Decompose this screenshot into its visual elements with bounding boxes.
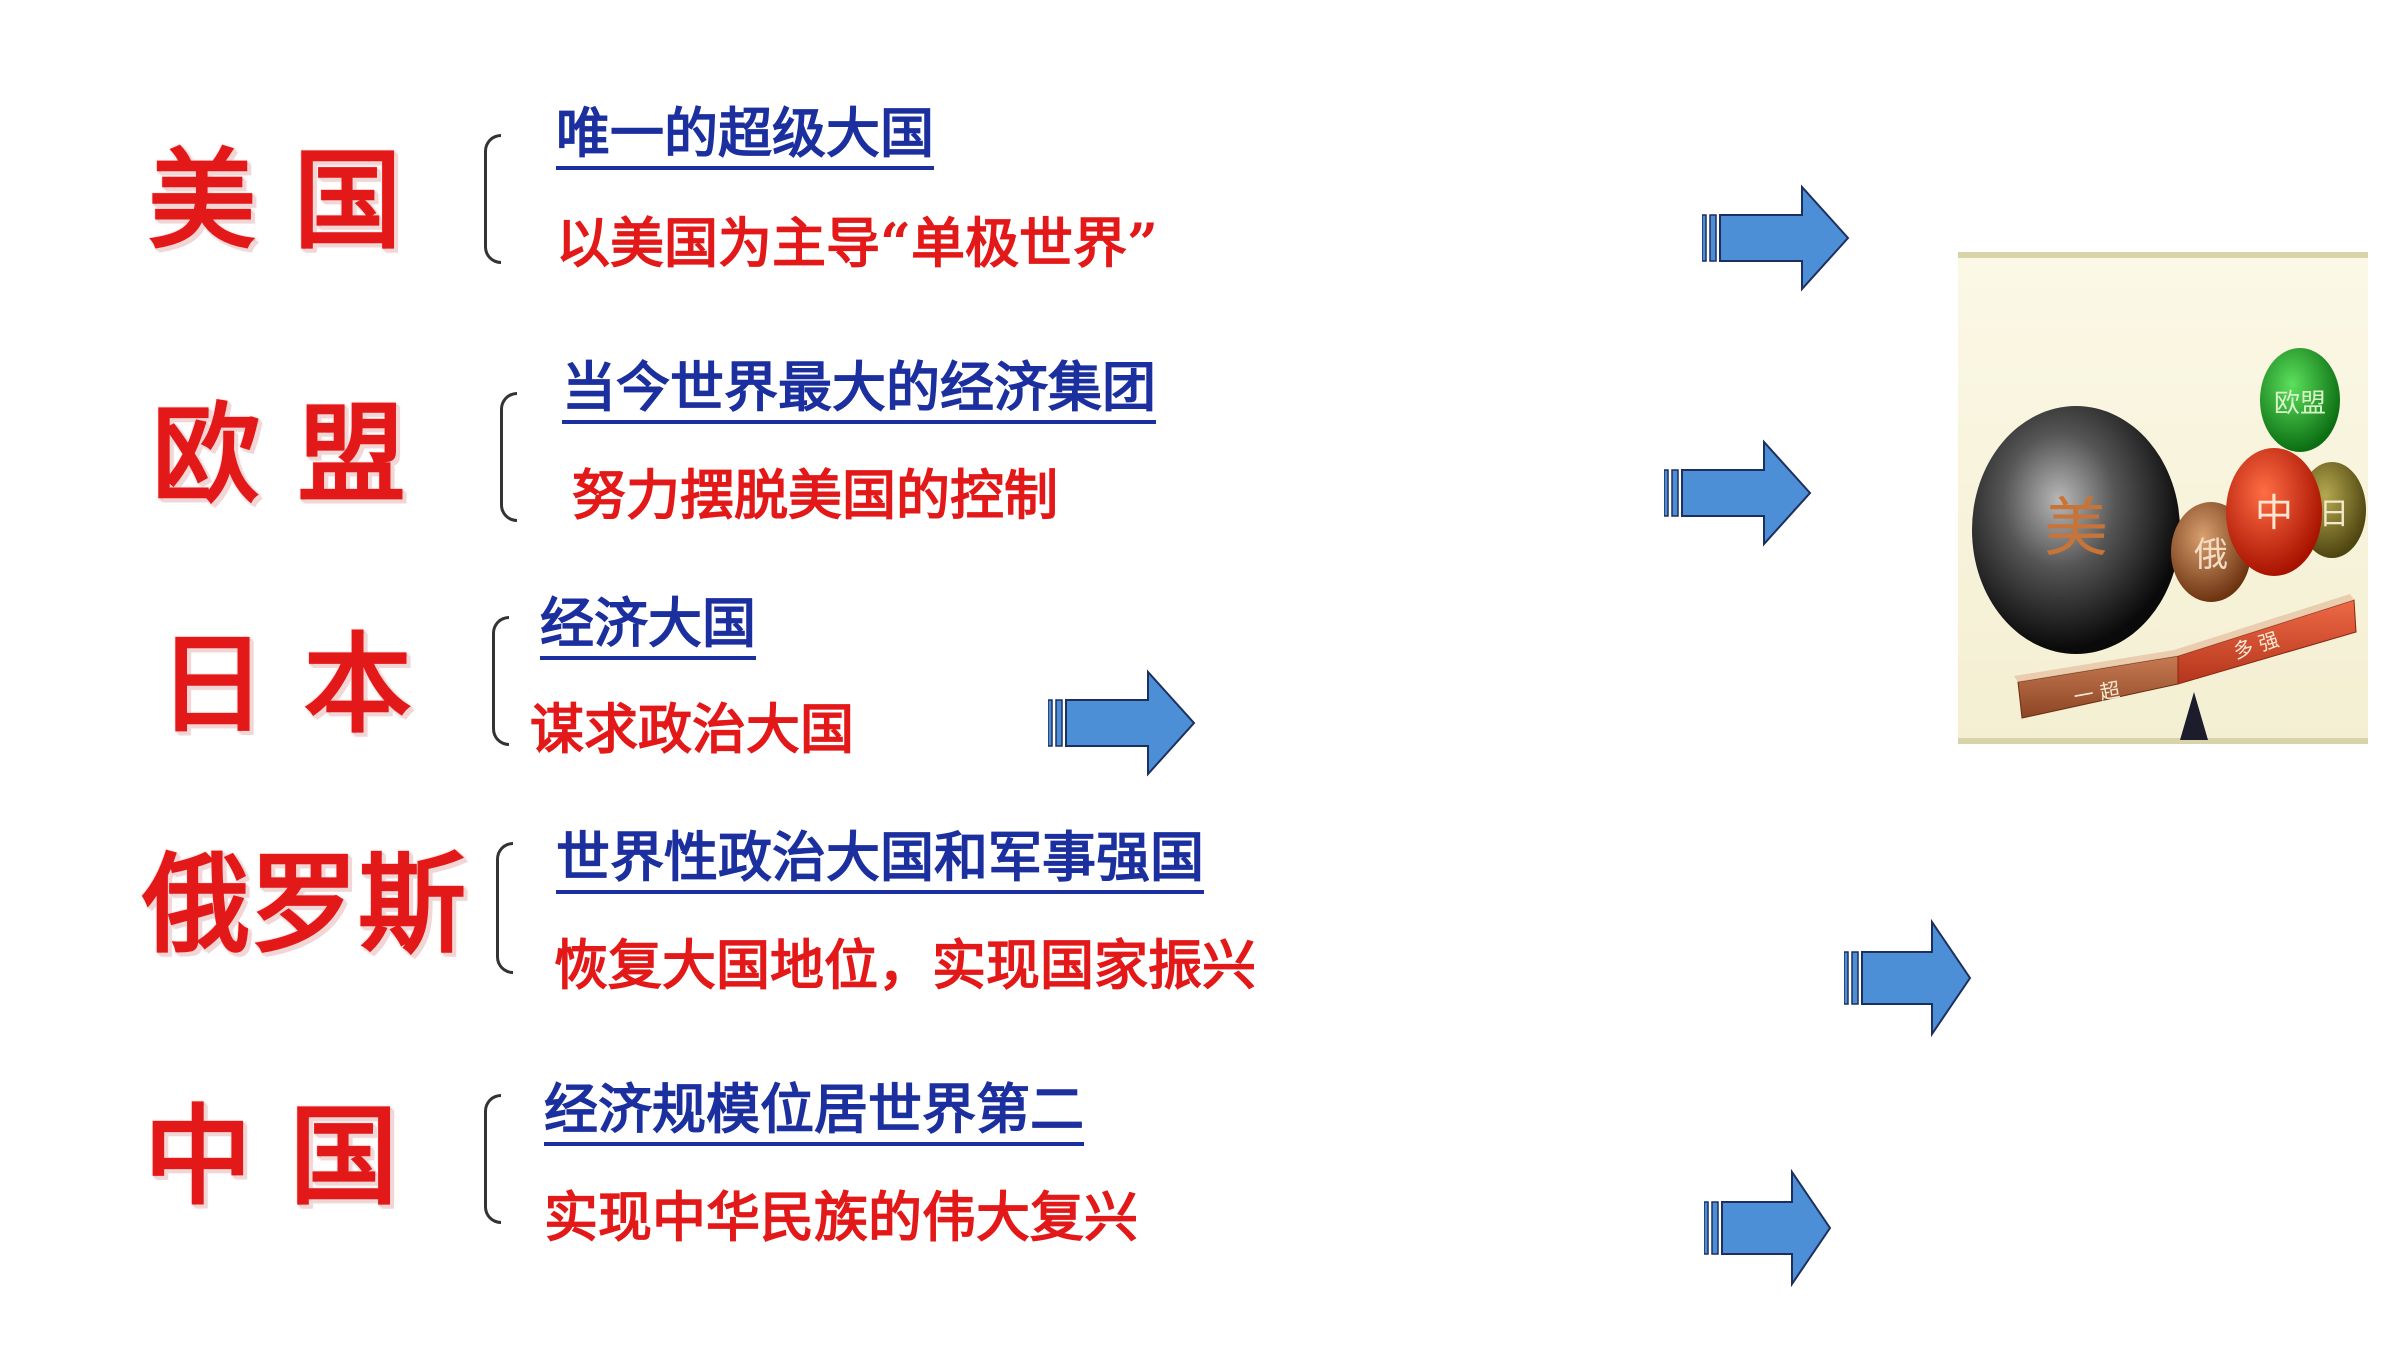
balance-illustration: 一 超 多 强 美 俄 日 中 欧盟: [1958, 252, 2368, 744]
usa-goal: 以美国为主导“单极世界”: [556, 211, 1159, 275]
ball-china: [2226, 448, 2322, 576]
country-china: 中 国: [144, 1095, 398, 1220]
russia-goal: 恢复大国地位，实现国家振兴: [554, 933, 1256, 997]
brace-usa: [484, 134, 501, 264]
country-usa: 美 国: [148, 139, 402, 264]
country-japan: 日 本: [158, 623, 412, 748]
brace-eu: [500, 392, 517, 522]
ball-russia-label: 俄: [2194, 535, 2228, 575]
brace-japan: [492, 616, 509, 746]
arrow-right-icon: [1844, 918, 1972, 1038]
russia-status: 世界性政治大国和军事强国: [556, 826, 1204, 895]
brace-russia: [496, 842, 513, 974]
usa-status: 唯一的超级大国: [556, 102, 934, 171]
arrow-right-icon: [1048, 669, 1196, 777]
country-russia: 俄罗斯: [142, 843, 467, 968]
arrow-right-icon: [1704, 1168, 1832, 1288]
arrow-right-icon: [1664, 439, 1812, 547]
brace-china: [484, 1094, 501, 1224]
country-eu: 欧 盟: [152, 393, 406, 518]
eu-status: 当今世界最大的经济集团: [562, 356, 1156, 425]
arrow-right-icon: [1702, 184, 1850, 292]
japan-goal: 谋求政治大国: [530, 697, 854, 761]
ball-japan-label: 日: [2319, 497, 2349, 532]
ball-usa-label: 美: [2044, 492, 2108, 566]
china-status: 经济规模位居世界第二: [544, 1078, 1084, 1147]
ball-eu: [2260, 348, 2340, 452]
ball-china-label: 中: [2255, 491, 2293, 535]
ball-usa: [1972, 406, 2180, 654]
eu-goal: 努力摆脱美国的控制: [572, 463, 1058, 527]
china-goal: 实现中华民族的伟大复兴: [544, 1185, 1138, 1249]
ball-eu-label: 欧盟: [2274, 389, 2326, 419]
japan-status: 经济大国: [540, 592, 756, 661]
